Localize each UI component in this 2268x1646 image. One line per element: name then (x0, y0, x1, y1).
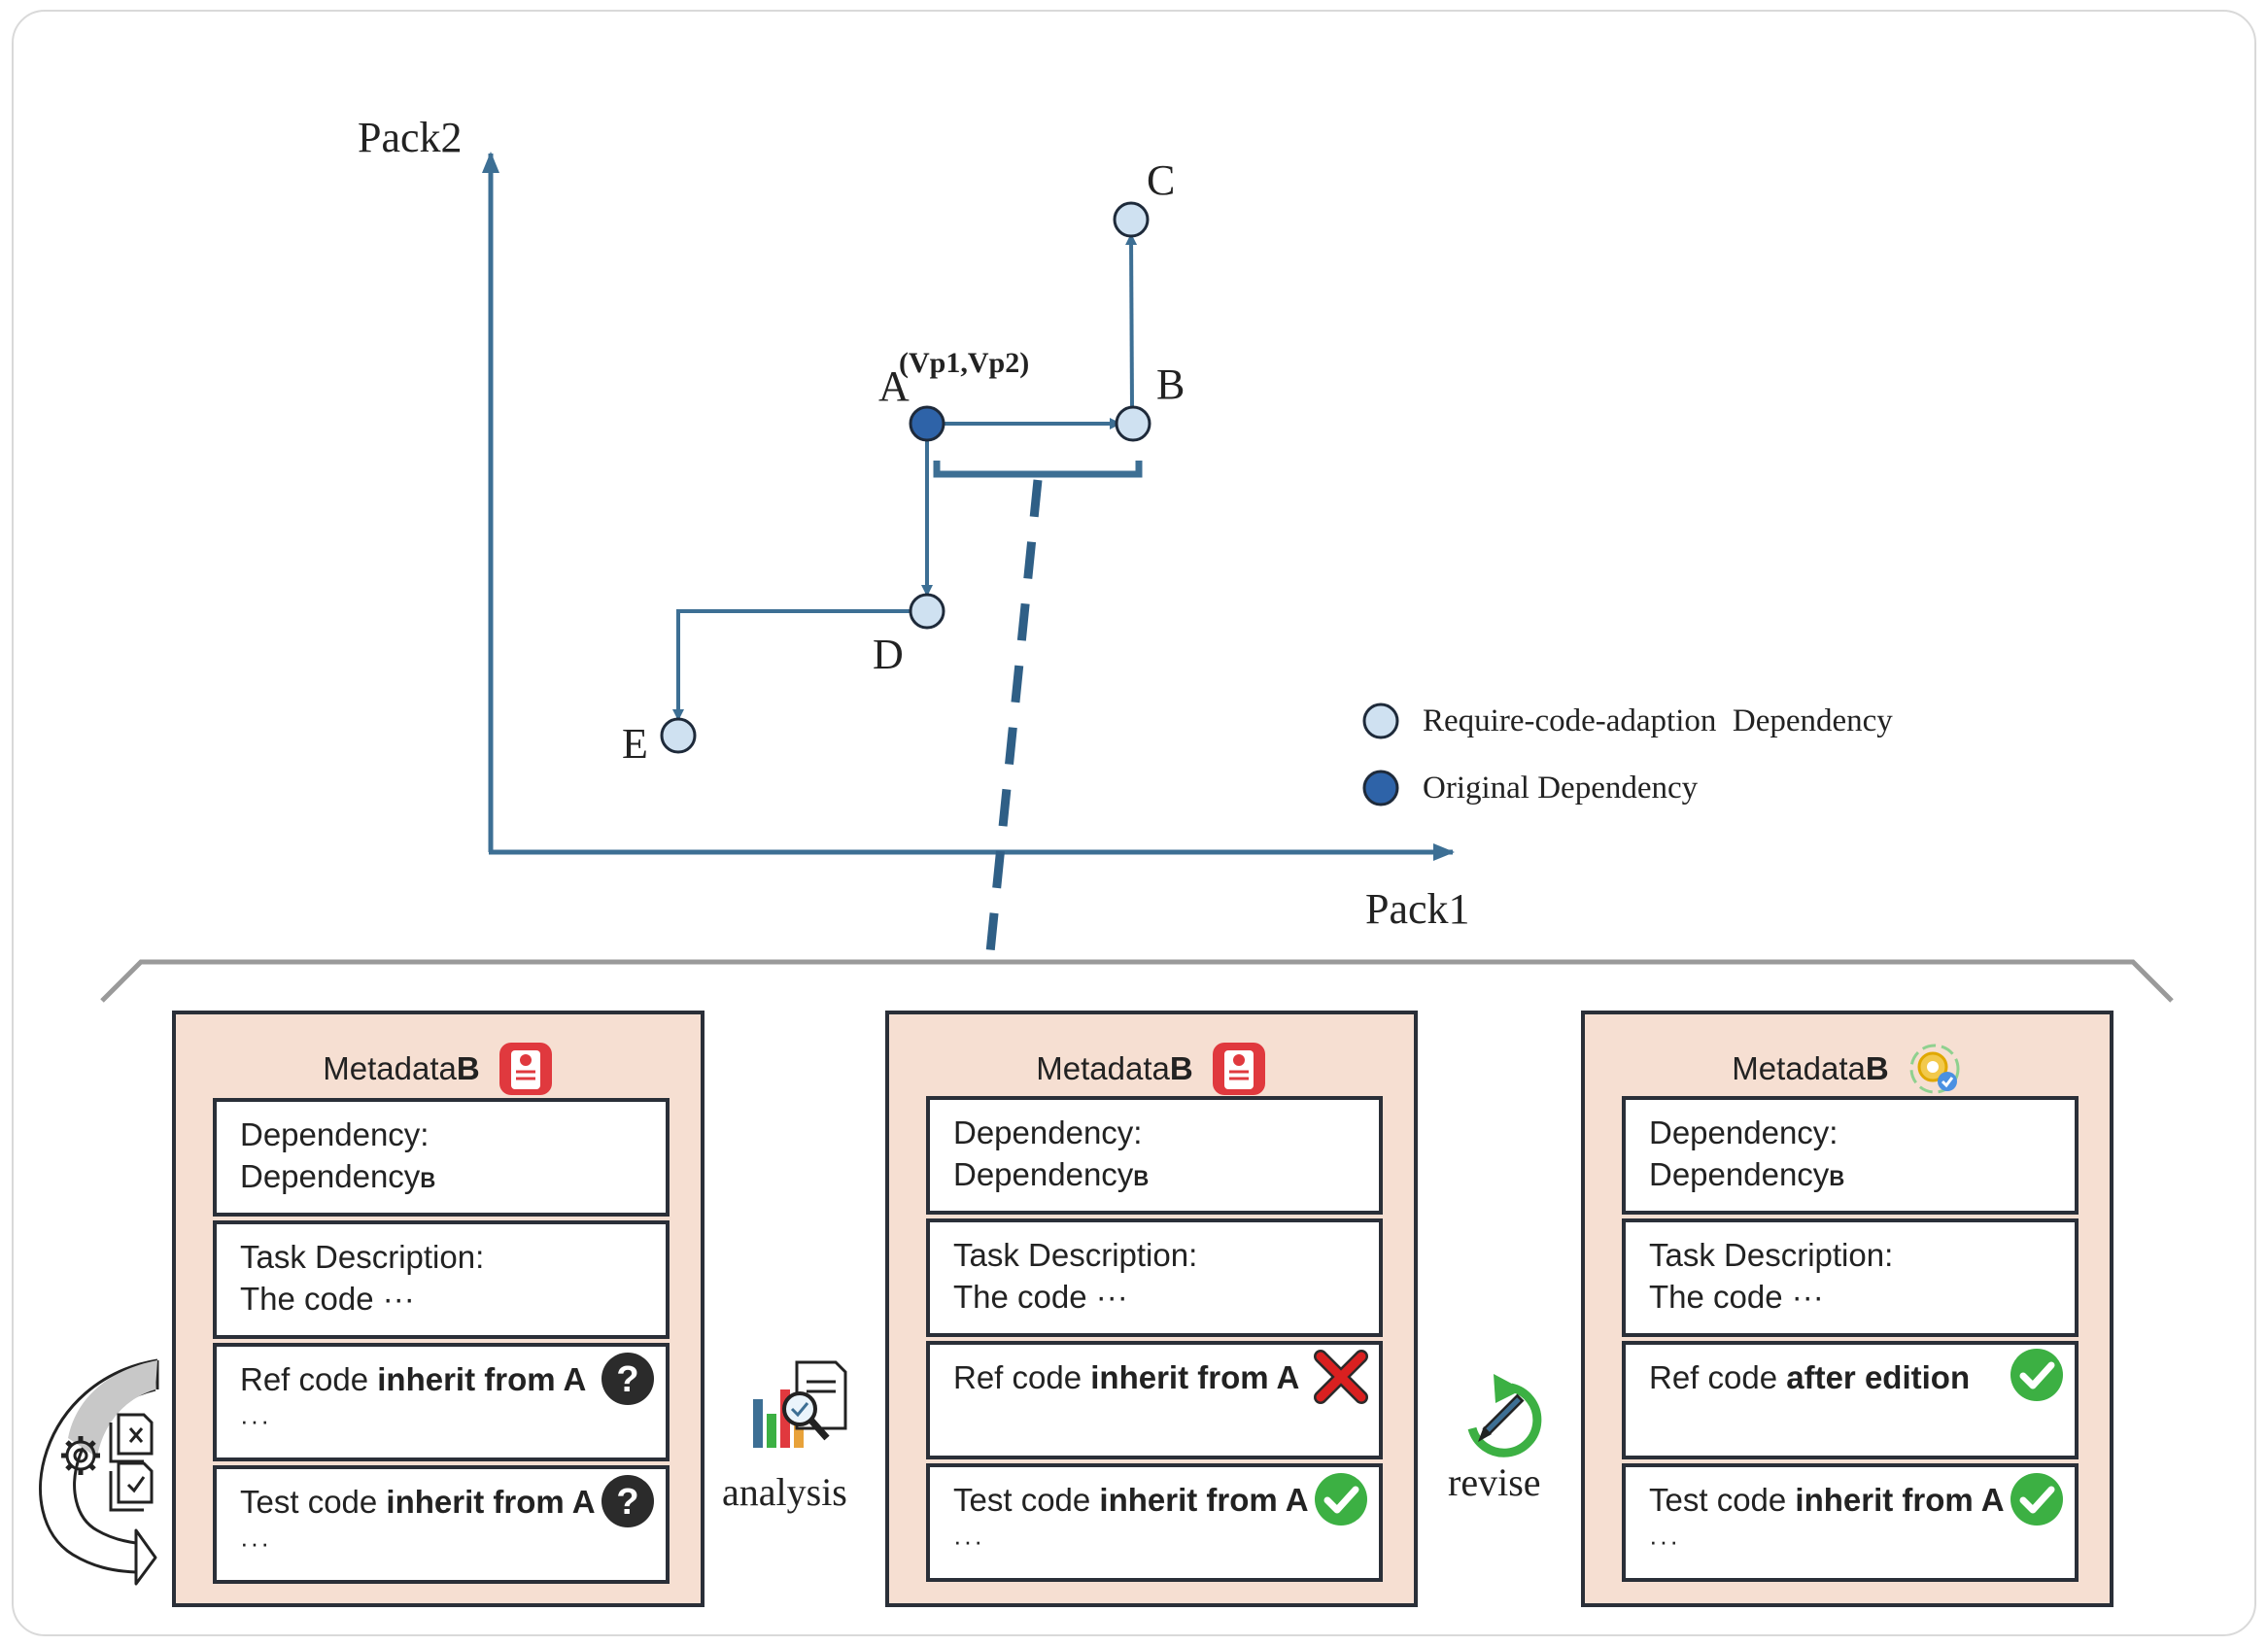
point-e (660, 717, 697, 754)
red-document-icon (1212, 1043, 1265, 1095)
file-cross-icon (109, 1413, 154, 1463)
y-axis-label: Pack2 (358, 114, 463, 161)
task-description-field: Task Description: The code ··· (926, 1218, 1383, 1337)
ref-code-prefix: Ref code (953, 1359, 1091, 1395)
cycle-arrow-icon (39, 1358, 159, 1586)
dependency-label: Dependency: (240, 1116, 430, 1152)
dashed-link (984, 479, 1043, 963)
ref-code-field: Ref code after edition (1622, 1341, 2079, 1459)
point-b (1115, 405, 1151, 442)
card-title-prefix: Metadata (1732, 1050, 1866, 1086)
svg-text:?: ? (616, 1482, 638, 1523)
x-axis-label: Pack1 (1365, 885, 1470, 933)
dependency-subscript: B (1133, 1166, 1150, 1190)
card-title-prefix: Metadata (1036, 1050, 1170, 1086)
revise-icon (1467, 1374, 1542, 1457)
ref-code-bold: inherit from A (377, 1361, 587, 1397)
dependency-field: Dependency: DependencyB (213, 1098, 670, 1217)
point-d-label: D (873, 631, 904, 678)
point-c (1113, 201, 1150, 238)
revise-caption: revise (1448, 1460, 1541, 1504)
point-c-label: C (1147, 156, 1175, 204)
check-icon (2010, 1473, 2063, 1526)
test-code-field: Test code inherit from A ··· ? (213, 1465, 670, 1584)
test-code-prefix: Test code (1649, 1482, 1796, 1518)
task-value: The code ··· (953, 1279, 1128, 1315)
point-a-label: A (878, 362, 910, 410)
legend-require-label: Require-code-adaption Dependency (1423, 703, 1893, 738)
red-document-icon (498, 1043, 552, 1095)
task-description-field: Task Description: The code ··· (213, 1220, 670, 1339)
question-icon: ? (601, 1475, 654, 1527)
cards-bracket (100, 959, 2174, 1003)
point-e-label: E (622, 720, 648, 768)
card-title-bold: B (1169, 1050, 1193, 1086)
test-code-prefix: Test code (240, 1484, 387, 1520)
test-code-bold: inherit from A (386, 1484, 596, 1520)
test-code-ellipsis: ··· (953, 1526, 984, 1556)
legend-original-label: Original Dependency (1423, 771, 1699, 806)
dependency-value: Dependency (953, 1156, 1134, 1192)
card-title-bold: B (1865, 1050, 1889, 1086)
task-value: The code ··· (240, 1281, 415, 1317)
ref-code-ellipsis: ··· (240, 1406, 271, 1435)
ref-code-field: Ref code inherit from A (926, 1341, 1383, 1459)
test-code-prefix: Test code (953, 1482, 1100, 1518)
edge-b-c (1125, 233, 1138, 409)
ref-code-bold: after edition (1786, 1359, 1971, 1395)
task-description-field: Task Description: The code ··· (1622, 1218, 2079, 1337)
file-check-icon (109, 1461, 154, 1512)
task-value: The code ··· (1649, 1279, 1824, 1315)
analysis-caption: analysis (722, 1470, 847, 1514)
point-b-label: B (1156, 360, 1185, 408)
dependency-subscript: B (420, 1168, 436, 1192)
legend-require-marker (1362, 703, 1399, 739)
task-label: Task Description: (1649, 1237, 1894, 1273)
test-code-bold: inherit from A (1795, 1482, 2005, 1518)
edge-d-e (672, 609, 911, 721)
cross-icon (1314, 1350, 1368, 1404)
dependency-value: Dependency (1649, 1156, 1830, 1192)
point-d (909, 593, 945, 630)
ref-code-bold: inherit from A (1090, 1359, 1300, 1395)
dependency-value: Dependency (240, 1158, 421, 1194)
task-label: Task Description: (953, 1237, 1198, 1273)
dependency-label: Dependency: (953, 1114, 1143, 1150)
ref-code-prefix: Ref code (1649, 1359, 1787, 1395)
ref-code-prefix: Ref code (240, 1361, 378, 1397)
dependency-label: Dependency: (1649, 1114, 1838, 1150)
gear-check-icon (1909, 1044, 1960, 1094)
legend-original-marker (1362, 770, 1399, 806)
test-code-ellipsis: ··· (1649, 1526, 1680, 1556)
check-icon (2010, 1349, 2063, 1401)
test-code-bold: inherit from A (1099, 1482, 1309, 1518)
test-code-field: Test code inherit from A ··· (1622, 1463, 2079, 1582)
card-title-prefix: Metadata (323, 1050, 457, 1086)
dependency-subscript: B (1829, 1166, 1845, 1190)
ref-code-field: Ref code inherit from A ··· ? (213, 1343, 670, 1461)
test-code-field: Test code inherit from A ··· (926, 1463, 1383, 1582)
dependency-field: Dependency: DependencyB (926, 1096, 1383, 1215)
dependency-field: Dependency: DependencyB (1622, 1096, 2079, 1215)
card-title-bold: B (456, 1050, 480, 1086)
question-icon: ? (601, 1353, 654, 1405)
point-a-annotation: (Vp1,Vp2) (899, 347, 1029, 379)
test-code-ellipsis: ··· (240, 1528, 271, 1558)
gear-icon (61, 1436, 100, 1475)
svg-text:?: ? (616, 1359, 638, 1400)
task-label: Task Description: (240, 1239, 485, 1275)
point-a (909, 405, 945, 442)
analysis-icon (753, 1360, 847, 1448)
selection-bracket (933, 461, 1143, 478)
check-icon (1315, 1473, 1367, 1526)
